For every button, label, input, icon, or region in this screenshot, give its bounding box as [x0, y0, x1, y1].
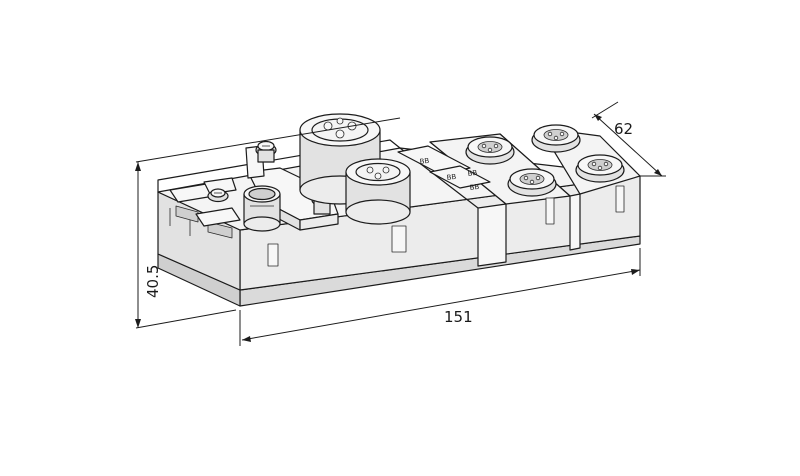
marking-3: BB	[467, 169, 478, 178]
io-socket-4	[575, 154, 625, 183]
depth-dimension: 62	[591, 101, 666, 177]
left-clips	[169, 177, 241, 227]
length-dimension: 151	[239, 248, 641, 346]
label-strip-2: BB	[429, 165, 491, 189]
front-connector	[243, 185, 281, 232]
screw-clip	[207, 188, 229, 203]
front-power-connector	[345, 158, 411, 225]
marking-4: BB	[469, 183, 480, 192]
front-slots	[169, 185, 625, 267]
height-value: 40.5	[144, 265, 162, 298]
io-socket-3	[507, 168, 557, 197]
io-socket-1	[465, 136, 515, 165]
length-value: 151	[444, 308, 473, 326]
height-dimension: 40.5	[135, 117, 401, 329]
label-strip-3: BB BB	[467, 169, 480, 192]
screw-left	[255, 140, 277, 163]
io-socket-2	[531, 124, 581, 153]
marking-2: BB	[446, 173, 457, 182]
depth-value: 62	[614, 120, 633, 138]
marking-1: BB	[419, 157, 430, 166]
